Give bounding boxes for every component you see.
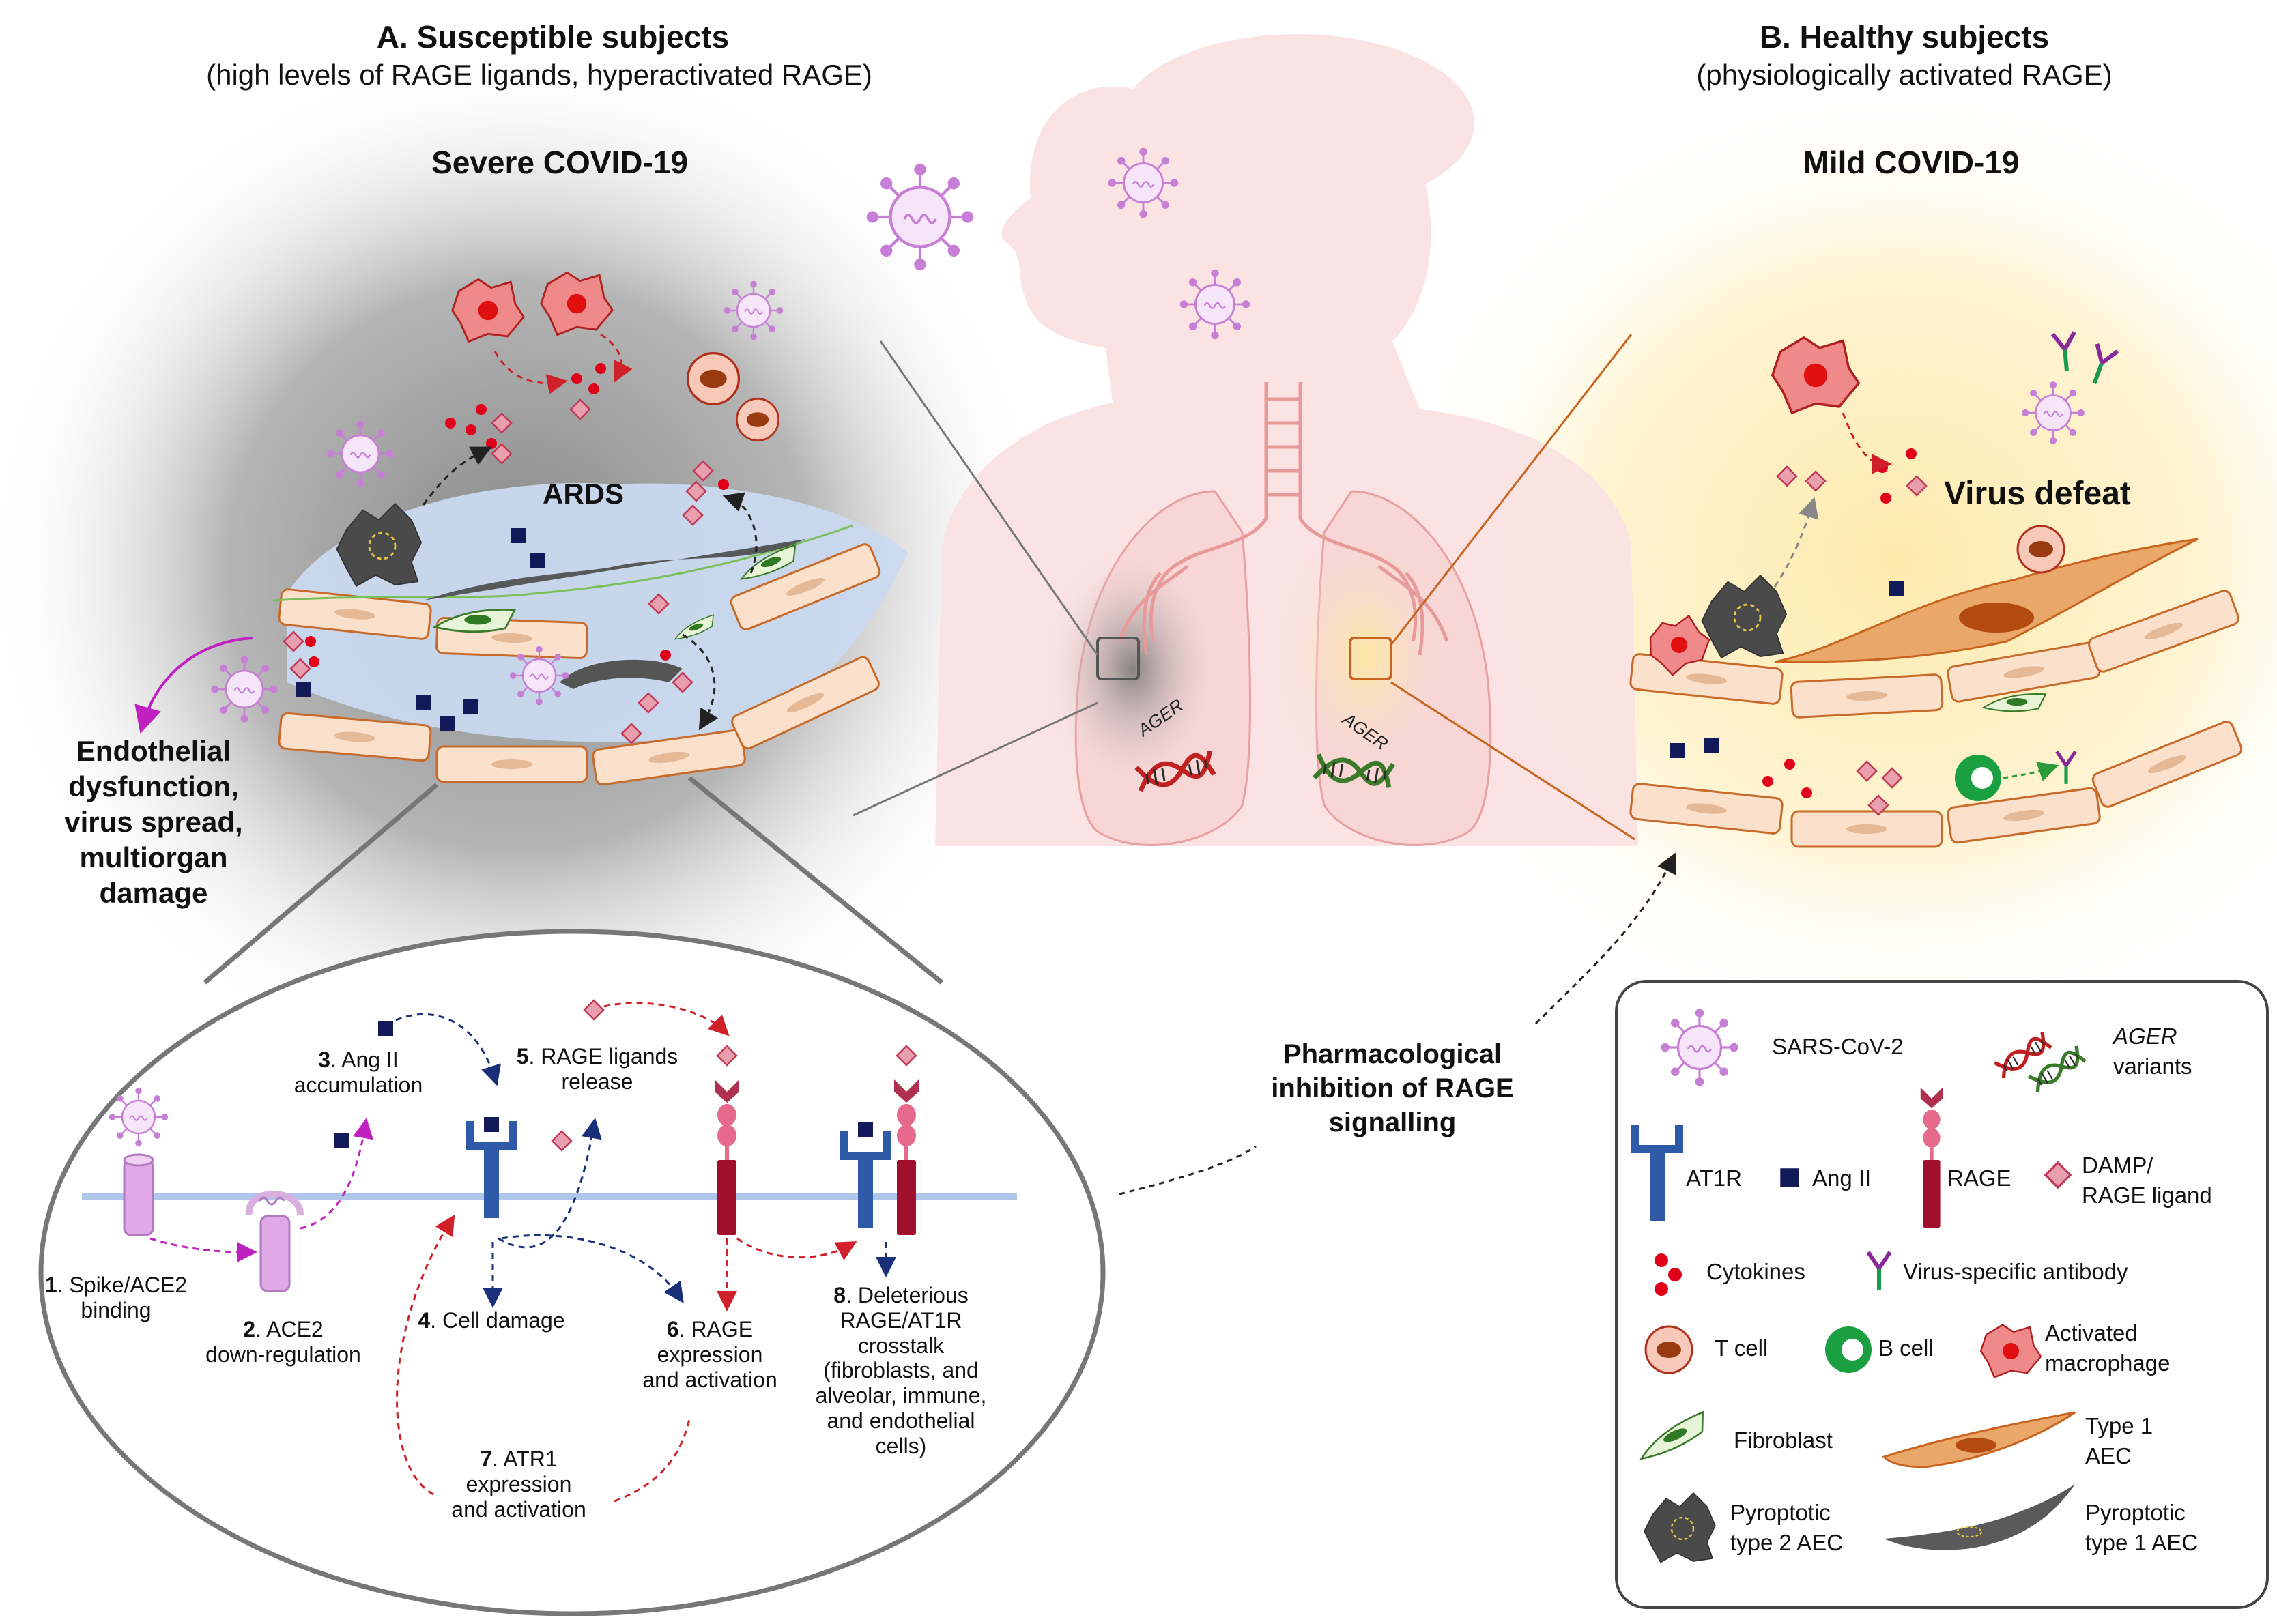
panel-a-title: A. Susceptible subjects [376, 19, 730, 55]
sars-cov-2-icon [867, 164, 974, 271]
step-5-label: 5. RAGE ligands release [516, 1044, 678, 1094]
severe-outcome-text: Endothelial dysfunction, virus spread, m… [41, 734, 266, 911]
legend-fibroblast-label: Fibroblast [1734, 1427, 1833, 1453]
connector-line [879, 340, 1099, 656]
legend-pyroptotic-type1-label: Pyroptotic type 1 AEC [2085, 1500, 2199, 1555]
legend-ang-label: Ang II [1812, 1165, 1872, 1191]
legend-cytokines-icon [1655, 1253, 1682, 1296]
legend-type1-aec-icon [1882, 1411, 2076, 1468]
inhibition-arrow [1534, 852, 1676, 1025]
mechanism-inset [82, 999, 1017, 1503]
legend-at1r-label: AT1R [1686, 1165, 1742, 1191]
legend-ang-ii-icon [1780, 1168, 1799, 1187]
legend-sars-cov-2-icon [1659, 1007, 1740, 1088]
mild-alveolus [1629, 332, 2245, 848]
legend-icons [1631, 1007, 2087, 1563]
legend-t-cell-icon [1644, 1325, 1693, 1374]
outcome-line: Endothelial [76, 735, 231, 767]
step-6-label: 6. RAGE expression and activation [642, 1317, 777, 1392]
legend-box [1615, 980, 2269, 1609]
step-8-label: 8. Deleterious RAGE/AT1R crosstalk (fibr… [815, 1283, 987, 1458]
step-7-label: 7. ATR1 expression and activation [451, 1447, 586, 1522]
connector-line [853, 701, 1098, 817]
panel-b-condition: Mild COVID-19 [1803, 145, 2020, 180]
legend-pyroptotic-type1-icon [1884, 1484, 2075, 1550]
severe-alveolus [134, 271, 908, 787]
outcome-line: multiorgan [79, 841, 228, 873]
zoom-line [687, 776, 944, 985]
inhibition-arrow [1119, 1145, 1257, 1195]
step-3-label: 3. Ang II accumulation [293, 1047, 423, 1097]
legend-rage-label: RAGE [1947, 1165, 2011, 1191]
ards-label: ARDS [543, 478, 625, 510]
legend-ager-label: AGER variants [2113, 1024, 2192, 1079]
panel-a-condition: Severe COVID-19 [431, 145, 688, 180]
step-2-label: 2. ACE2 down-regulation [205, 1317, 361, 1367]
pharma-line: inhibition of RAGE [1271, 1073, 1514, 1103]
lungs [1044, 382, 1492, 847]
legend-macrophage-label: Activated macrophage [2045, 1320, 2171, 1376]
step-1-label: 1. Spike/ACE2 binding [44, 1273, 188, 1322]
legend-type1-aec-label: Type 1 AEC [2085, 1413, 2153, 1468]
connector-line [1390, 681, 1635, 841]
legend-cytokines-label: Cytokines [1706, 1259, 1805, 1284]
panel-b-title: B. Healthy subjects [1759, 19, 2050, 55]
pharmacological-inhibition-text: Pharmacological inhibition of RAGE signa… [1249, 1037, 1536, 1140]
legend-sars-label: SARS-CoV-2 [1772, 1034, 1904, 1059]
legend-t-cell-label: T cell [1715, 1335, 1768, 1361]
outcome-line: damage [99, 877, 208, 909]
legend-b-cell-label: B cell [1878, 1335, 1934, 1361]
legend-pyroptotic-type2-label: Pyroptotic type 2 AEC [1730, 1500, 1844, 1555]
connector-line [1390, 334, 1633, 646]
legend-damp-label: DAMP/ RAGE ligand [2082, 1152, 2212, 1208]
panel-b-subtitle: (physiologically activated RAGE) [1696, 59, 2113, 91]
sars-cov-2-icon [1107, 147, 1179, 219]
sars-cov-2-icon [1179, 268, 1251, 340]
outcome-line: virus spread, [64, 806, 243, 838]
pharma-line: Pharmacological [1283, 1039, 1502, 1069]
panel-a-subtitle: (high levels of RAGE ligands, hyperactiv… [206, 59, 872, 91]
zoom-inset-ellipse [38, 929, 1106, 1616]
zoom-line [203, 783, 439, 985]
outcome-line: dysfunction, [68, 770, 239, 802]
legend-antibody-label: Virus-specific antibody [1903, 1259, 2128, 1284]
virus-defeat-label: Virus defeat [1944, 476, 2131, 512]
step-4-label: 4. Cell damage [418, 1308, 565, 1333]
legend-b-cell-icon [1825, 1326, 1872, 1373]
human-silhouette [935, 34, 1638, 847]
ace2-downregulated [245, 1191, 304, 1292]
ace2-receptor [123, 1153, 154, 1236]
pharma-line: signalling [1328, 1107, 1457, 1137]
